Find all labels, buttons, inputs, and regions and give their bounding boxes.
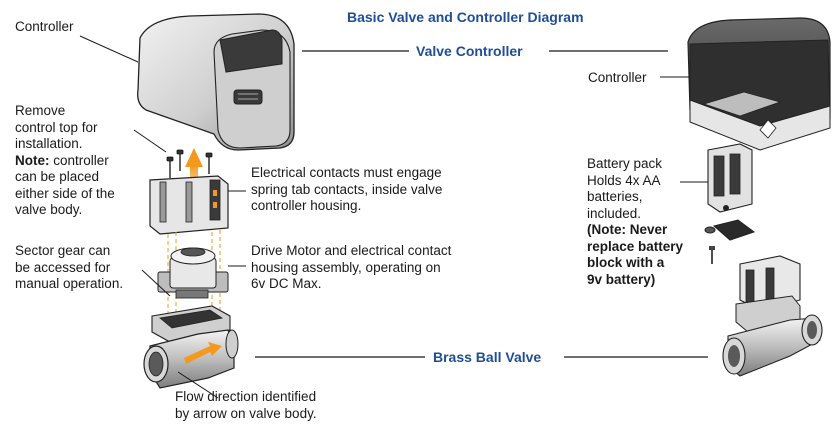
sector-line-1: Sector gear can <box>15 243 111 258</box>
remove-note-bold: Note: <box>15 152 50 168</box>
remove-line-2: control top for <box>15 119 98 135</box>
battery-note-1: (Note: Never <box>587 222 668 237</box>
label-sector-gear: Sector gear can be accessed for manual o… <box>15 243 123 293</box>
motor-line-2: housing assembly, operating on <box>251 259 441 275</box>
controller-right <box>687 17 831 151</box>
remove-note-rest: controller <box>49 152 109 168</box>
battery-lid <box>704 219 756 264</box>
section-label-brass-ball-valve: Brass Ball Valve <box>433 349 542 365</box>
battery-line-1: Battery pack <box>587 156 663 171</box>
controller-top-left <box>137 13 295 151</box>
motor-line-3: 6v DC Max. <box>251 276 322 291</box>
battery-line-2: Holds 4x AA <box>587 172 661 188</box>
flow-line-1: Flow direction identified <box>175 389 317 404</box>
battery-line-3: batteries, <box>587 189 643 204</box>
sector-line-3: manual operation. <box>15 276 124 291</box>
drive-motor-assembly <box>157 247 229 299</box>
contacts-line-3: controller housing. <box>251 198 362 213</box>
battery-note-4: 9v battery) <box>587 271 656 287</box>
label-flow-direction: Flow direction identified by arrow on va… <box>175 389 317 422</box>
label-drive-motor: Drive Motor and electrical contact housi… <box>251 243 451 293</box>
remove-line-6: either side of the <box>15 185 115 201</box>
battery-note-3: block with a <box>587 255 665 270</box>
sector-line-2: be accessed for <box>15 259 111 275</box>
label-controller-left: Controller <box>15 19 74 34</box>
electrical-contacts-housing <box>149 175 229 235</box>
battery-note-2: replace battery <box>587 238 684 254</box>
label-controller-right: Controller <box>588 70 647 85</box>
brass-ball-valve-left <box>143 329 239 399</box>
remove-line-7: valve body. <box>15 202 83 217</box>
label-electrical-contacts: Electrical contacts must engage spring t… <box>251 165 442 215</box>
remove-line-3: installation. <box>15 136 83 151</box>
remove-line-5: can be placed <box>15 169 100 184</box>
label-remove-control-top: Remove control top for installation. Not… <box>15 103 115 219</box>
flow-line-2: by arrow on valve body. <box>175 405 317 421</box>
motor-line-1: Drive Motor and electrical contact <box>251 243 452 258</box>
battery-pack <box>707 143 753 213</box>
label-battery-pack: Battery pack Holds 4x AA batteries, incl… <box>587 156 683 288</box>
screws-left <box>166 149 213 178</box>
contacts-line-1: Electrical contacts must engage <box>251 165 442 180</box>
contacts-line-2: spring tab contacts, inside valve <box>251 181 443 197</box>
leader-lines-left <box>79 35 246 297</box>
brass-ball-valve-right <box>722 255 823 377</box>
diagram-title: Basic Valve and Controller Diagram <box>347 9 584 25</box>
section-label-valve-controller: Valve Controller <box>416 43 523 59</box>
remove-note-line: Note: controller <box>15 153 115 170</box>
remove-line-1: Remove <box>15 103 66 118</box>
battery-line-4: included. <box>587 205 642 221</box>
